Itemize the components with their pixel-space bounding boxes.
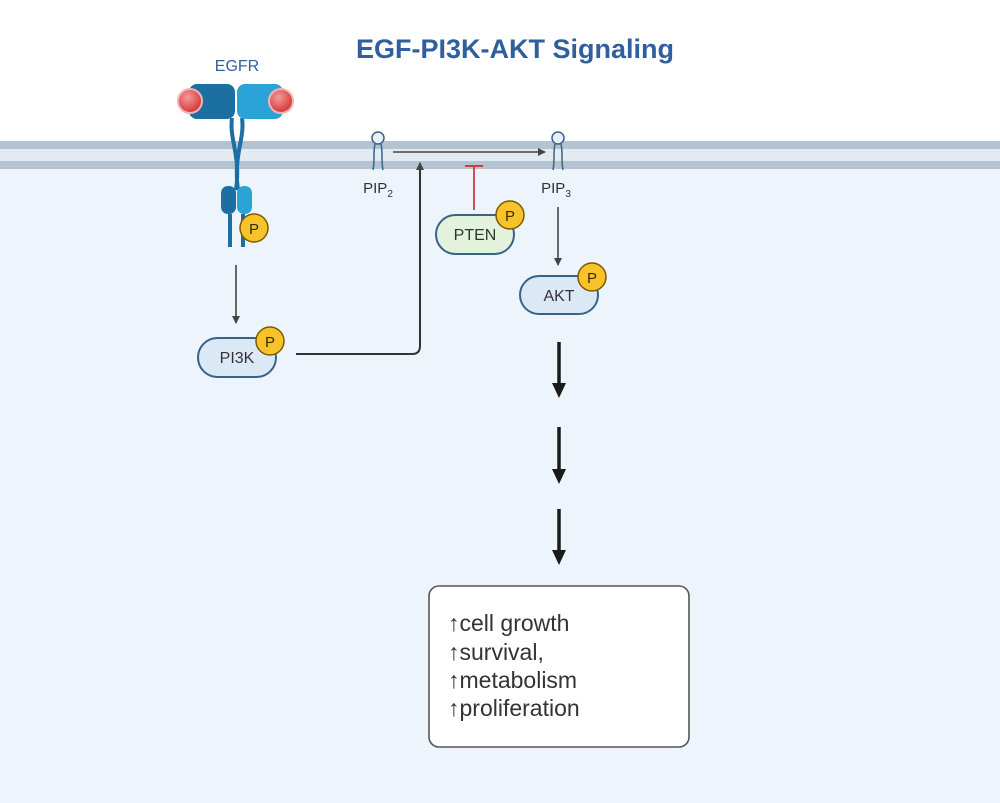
akt-label: AKT [543,288,574,305]
akt-protein: AKT P [519,262,607,315]
outcome-item: ↑cell growth [448,610,569,636]
pip2-label: PIP2 [363,180,393,200]
egfr-receptor: EGFR P [177,58,294,247]
akt-phospho-label: P [587,270,597,287]
outcome-item: ↑proliferation [448,695,580,721]
outcome-text: metabolism [460,667,578,693]
pip2-label-base: PIP [363,180,387,197]
diagram-title: EGF-PI3K-AKT Signaling [356,34,674,64]
pip2-label-subscript: 2 [387,189,393,200]
outcome-text: survival, [460,639,544,665]
downstream-arrows [552,342,566,565]
up-arrow-icon: ↑ [448,667,460,693]
egfr-kinase-right [237,186,252,214]
outcome-item: ↑survival, [448,639,544,665]
outcome-item: ↑metabolism [448,667,577,693]
pten-label: PTEN [454,227,497,244]
egf-ligand-right [268,88,294,114]
up-arrow-icon: ↑ [448,695,460,721]
downstream-arrow-3 [552,509,566,565]
outcome-text: proliferation [460,695,580,721]
outcomes-box: ↑cell growth ↑survival, ↑metabolism ↑pro… [428,585,690,748]
egfr-extracellular-left [189,84,235,119]
egfr-kinase-left [221,186,236,214]
pten-protein: PTEN P [435,200,525,255]
pip2-lipid: PIP2 [363,131,393,200]
downstream-arrow-2 [552,427,566,484]
pip3-label-subscript: 3 [565,189,571,200]
pi3k-protein: PI3K P [197,326,285,378]
egfr-phospho-label: P [249,221,259,238]
plasma-membrane [0,141,1000,169]
egfr-phospho-badge [239,213,269,243]
up-arrow-icon: ↑ [448,639,460,665]
pten-phospho-label: P [505,208,515,225]
pip3-label: PIP3 [541,180,571,200]
akt-phospho-badge [577,262,607,292]
pi3k-phospho-badge [255,326,285,356]
pip3-lipid: PIP3 [541,131,571,200]
pi3k-label: PI3K [220,350,255,367]
outcome-text: cell growth [460,610,570,636]
downstream-arrow-1 [552,342,566,398]
egf-ligand-left [177,88,203,114]
pip3-label-base: PIP [541,180,565,197]
pi3k-phospho-label: P [265,334,275,351]
up-arrow-icon: ↑ [448,610,460,636]
pten-phospho-badge [495,200,525,230]
arrow-pi3k-to-conversion [296,162,424,355]
egfr-label: EGFR [215,58,259,75]
pten-inhibition [465,165,483,210]
